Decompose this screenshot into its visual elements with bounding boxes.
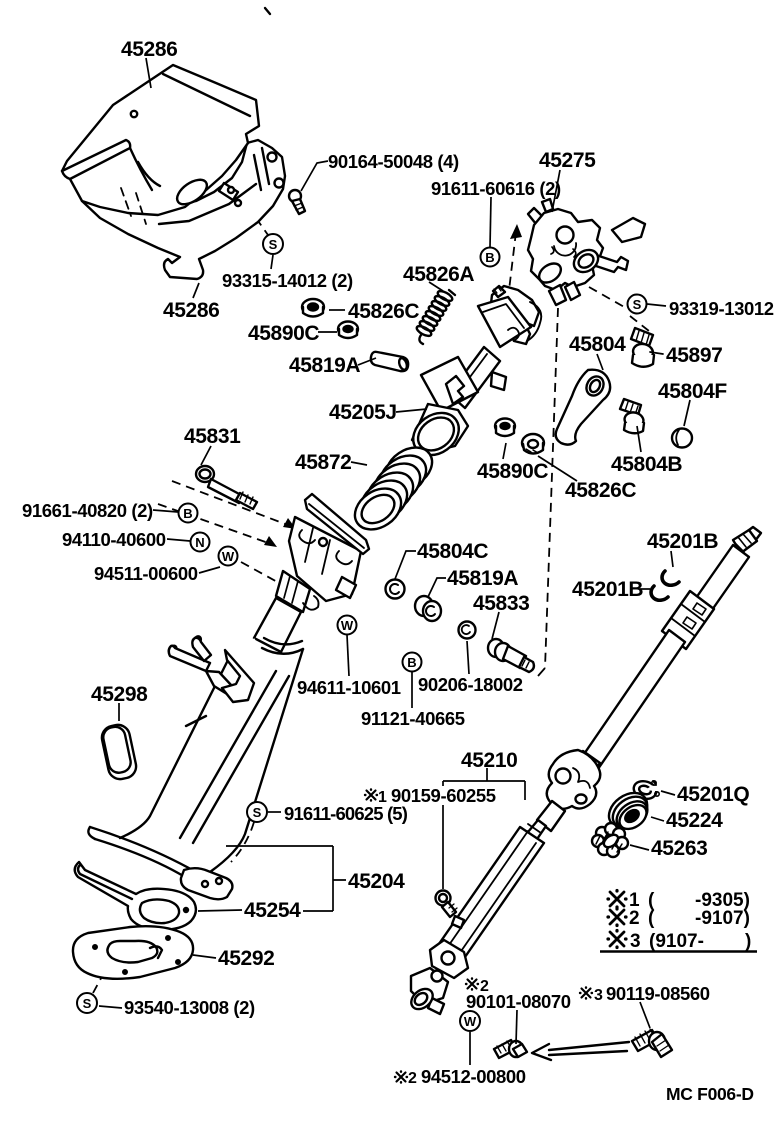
svg-text:45890C: 45890C — [248, 322, 319, 345]
svg-text:45826C: 45826C — [565, 479, 636, 502]
svg-text:45204: 45204 — [348, 870, 405, 893]
svg-text:B: B — [407, 655, 416, 670]
svg-text:45819A: 45819A — [289, 354, 360, 377]
svg-text:94611-10601: 94611-10601 — [297, 677, 401, 698]
svg-text:45831: 45831 — [184, 425, 241, 448]
svg-text:90119-08560: 90119-08560 — [606, 983, 710, 1004]
svg-text:(9107-: (9107- — [649, 931, 704, 952]
svg-text:45201B: 45201B — [647, 530, 718, 553]
svg-text:91121-40665: 91121-40665 — [361, 708, 465, 729]
svg-text:45201B: 45201B — [572, 578, 643, 601]
svg-text:3: 3 — [630, 931, 641, 952]
svg-text:(: ( — [648, 908, 655, 929]
svg-text:45819A: 45819A — [447, 567, 518, 590]
svg-text:93540-13008 (2): 93540-13008 (2) — [124, 997, 255, 1018]
svg-text:45833: 45833 — [473, 592, 529, 615]
svg-text:W: W — [222, 549, 235, 564]
svg-text:90159-60255: 90159-60255 — [391, 785, 496, 806]
svg-text:MC F006-D: MC F006-D — [666, 1084, 754, 1104]
svg-text:45804C: 45804C — [417, 540, 488, 563]
svg-text:2: 2 — [480, 978, 489, 995]
svg-text:S: S — [633, 297, 642, 312]
svg-text:45263: 45263 — [651, 837, 707, 860]
svg-text:94110-40600: 94110-40600 — [62, 529, 166, 550]
svg-text:S: S — [253, 805, 262, 820]
svg-text:S: S — [269, 237, 278, 252]
svg-text:45804B: 45804B — [611, 453, 682, 476]
svg-text:45286: 45286 — [163, 299, 219, 322]
svg-text:91661-40820 (2): 91661-40820 (2) — [22, 500, 153, 521]
svg-text:1: 1 — [629, 890, 640, 911]
svg-text:91611-60616 (2): 91611-60616 (2) — [431, 178, 561, 199]
svg-text:45254: 45254 — [244, 899, 301, 922]
svg-text:45872: 45872 — [295, 451, 351, 474]
svg-text:93315-14012 (2): 93315-14012 (2) — [222, 270, 353, 291]
svg-text:45286: 45286 — [121, 38, 177, 61]
svg-text:45890C: 45890C — [477, 460, 548, 483]
svg-text:93319-13012: 93319-13012 — [669, 298, 774, 319]
svg-text:91611-60625 (5): 91611-60625 (5) — [284, 803, 408, 824]
svg-text:-9305): -9305) — [695, 890, 750, 911]
svg-text:W: W — [464, 1014, 477, 1029]
svg-text:45205J: 45205J — [329, 401, 397, 424]
svg-text:N: N — [195, 535, 204, 550]
svg-text:45826A: 45826A — [403, 263, 474, 286]
svg-text:S: S — [83, 996, 92, 1011]
svg-text:1: 1 — [378, 789, 387, 806]
svg-text:(: ( — [648, 890, 655, 911]
svg-text:45804: 45804 — [569, 333, 626, 356]
svg-text:-9107): -9107) — [695, 908, 750, 929]
svg-text:2: 2 — [629, 908, 640, 929]
svg-text:): ) — [745, 931, 751, 952]
svg-text:94511-00600: 94511-00600 — [94, 563, 198, 584]
svg-text:2: 2 — [408, 1070, 417, 1087]
svg-text:90164-50048 (4): 90164-50048 (4) — [328, 151, 459, 172]
svg-text:B: B — [183, 506, 192, 521]
svg-text:3: 3 — [594, 987, 603, 1004]
svg-text:W: W — [341, 618, 354, 633]
svg-text:45298: 45298 — [91, 683, 148, 706]
svg-text:B: B — [485, 250, 494, 265]
svg-text:45826C: 45826C — [348, 300, 419, 323]
svg-text:45804F: 45804F — [658, 380, 727, 403]
svg-text:94512-00800: 94512-00800 — [421, 1066, 526, 1087]
svg-text:45201Q: 45201Q — [677, 783, 749, 806]
svg-text:45224: 45224 — [666, 809, 723, 832]
svg-text:45292: 45292 — [218, 947, 274, 970]
svg-text:45210: 45210 — [461, 749, 517, 772]
svg-text:45275: 45275 — [539, 149, 596, 172]
svg-text:45897: 45897 — [666, 344, 722, 367]
svg-text:90206-18002: 90206-18002 — [418, 674, 523, 695]
svg-text:90101-08070: 90101-08070 — [466, 991, 571, 1012]
